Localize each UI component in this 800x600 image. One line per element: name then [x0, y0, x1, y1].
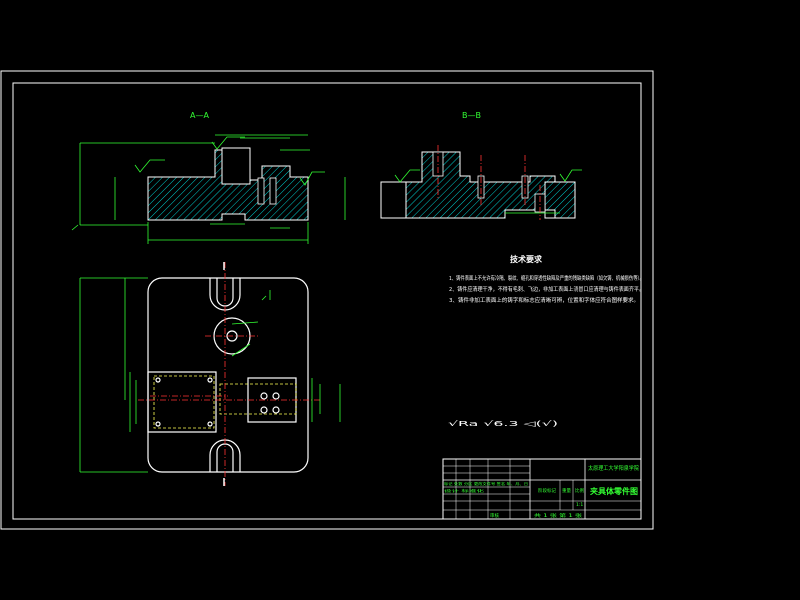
- title-block-design-row: 设计 标准化: [444, 488, 485, 493]
- title-block-weight-label: 重量: [562, 487, 571, 494]
- title-block-stage-label: 阶段标记: [538, 487, 556, 494]
- title-block-approve: 审核: [490, 512, 499, 519]
- section-b-view: [380, 145, 582, 220]
- title-block-scale-value: 1:1: [576, 502, 583, 508]
- section-a-slot: [221, 147, 251, 185]
- tech-req-item-3: 3、铸件非加工表面上的铸字和标志应清晰可辨，位置和字体应符合图样要求。: [449, 296, 639, 304]
- section-a-hole-1: [257, 177, 265, 205]
- tech-req-title: 技术要求: [510, 254, 543, 264]
- title-block-sheet-info: 共 1 张 第 1 张: [534, 512, 583, 519]
- section-a-hole-2: [269, 177, 277, 205]
- plan-view: [79, 262, 341, 486]
- section-a-label: A—A: [190, 111, 209, 120]
- title-block: 太原理工大学阳泉学院 夹具体零件图 标记 处数 分区 更改文件号 签名 年、月、…: [442, 458, 642, 520]
- title-block-school: 太原理工大学阳泉学院: [588, 464, 639, 472]
- title-block-drawing-title: 夹具体零件图: [590, 486, 638, 496]
- outer-border: [0, 70, 654, 530]
- tech-req-item-1: 1、铸件表面上不允许有冷隔、裂纹、缩孔和穿透性缺陷及严重的残缺类缺陷（如欠铸、机…: [449, 274, 644, 282]
- section-a-view: [71, 134, 346, 244]
- section-b-hatched-body: [405, 151, 576, 219]
- title-block-scale-label: 比例: [575, 487, 584, 494]
- plan-outline: [147, 277, 309, 473]
- section-b-label: B—B: [462, 111, 481, 120]
- section-b-left-lug: [380, 181, 407, 219]
- title-block-revision-row: 标记 处数 分区 更改文件号 签名 年、月、日: [444, 481, 528, 486]
- tech-requirements: 技术要求 1、铸件表面上不允许有冷隔、裂纹、缩孔和穿透性缺陷及严重的残缺类缺陷（…: [449, 254, 644, 304]
- roughness-note: √Ra √6.3 ◁(√): [448, 420, 559, 428]
- plan-left-pocket: [147, 371, 217, 433]
- inner-frame: [12, 82, 642, 520]
- tech-req-item-2: 2、铸件应清理干净，不得有毛刺、飞边，非加工表面上浇冒口应清理与铸件表面齐平。: [449, 285, 644, 293]
